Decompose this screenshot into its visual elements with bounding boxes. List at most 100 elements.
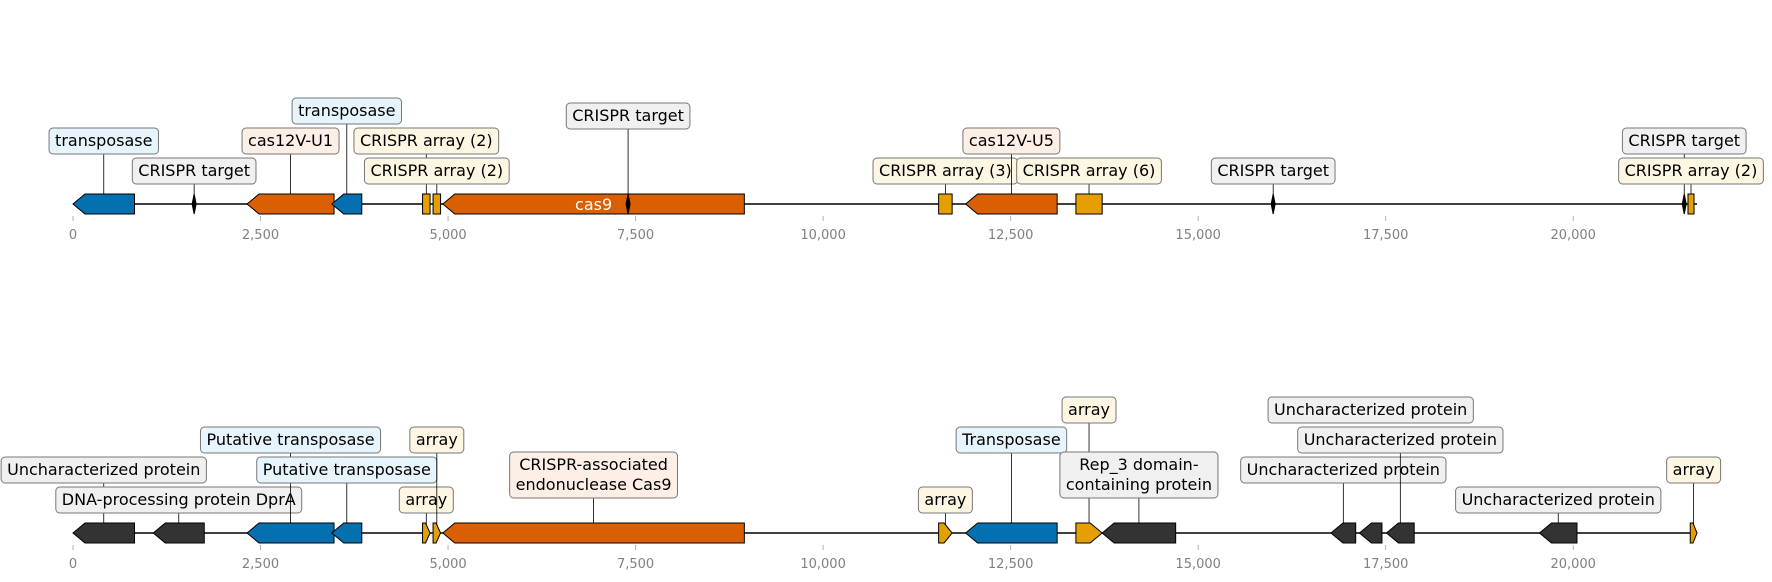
feature-label-box: [1210, 157, 1336, 185]
feature-label: array: [416, 430, 458, 449]
gene-arrow: [964, 193, 1058, 215]
axis-tick-label: 5,000: [429, 557, 466, 572]
feature-label-box: [1618, 157, 1764, 185]
feature-label-box: [509, 451, 679, 499]
feature-label-box: [1297, 426, 1504, 454]
axis-tick-label: 20,000: [1550, 228, 1596, 243]
feature-label: Uncharacterized protein: [1247, 460, 1440, 479]
axis-tick-label: 7,500: [617, 228, 654, 243]
axis-tick-label: 15,000: [1175, 557, 1221, 572]
feature-label: CRISPR array (2): [1625, 161, 1758, 180]
feature-label: Uncharacterized protein: [1462, 490, 1655, 509]
axis-tick-label: 5,000: [429, 228, 466, 243]
feature-label: array: [405, 490, 447, 509]
gene-arrow: [625, 193, 631, 215]
feature-label: CRISPR array (2): [360, 131, 493, 150]
feature-label: cas12V-U1: [248, 131, 333, 150]
feature-label: CRISPR target: [1628, 131, 1740, 150]
feature-label: transposase: [55, 131, 152, 150]
feature-label-box: [955, 426, 1068, 454]
feature-label: Putative transposase: [206, 430, 374, 449]
feature-label-box: [1240, 456, 1447, 484]
gene-inner-label: cas9: [575, 195, 612, 214]
feature-label-box: [363, 157, 510, 185]
feature-label-box: [962, 127, 1061, 155]
axis-tick-label: 2,500: [242, 557, 279, 572]
gene-arrow: [331, 193, 363, 215]
track-bottom: 0 2,500 5,000 7,500 10,000 12,500 15,000 17,500…: [0, 396, 1722, 572]
axis-tick-label: 0: [69, 228, 77, 243]
feature-label-box: [1016, 157, 1162, 185]
axis-tick-label: 2,500: [242, 228, 279, 243]
feature-label: Rep_3 domain-: [1079, 455, 1198, 475]
feature-label: endonuclease Cas9: [516, 475, 672, 494]
gene-arrow: [1538, 522, 1578, 544]
feature-label-box: [353, 127, 500, 155]
feature-label-box: [1455, 486, 1662, 514]
gene-arrow: [422, 193, 431, 215]
axis-tick-label: 10,000: [800, 557, 846, 572]
gene-arrow: [152, 522, 205, 544]
gene-arrow: [938, 193, 953, 215]
gene-arrow: [442, 193, 745, 215]
feature-label: array: [1068, 400, 1110, 419]
axis-tick-label: 17,500: [1363, 557, 1409, 572]
feature-label-box: [917, 486, 973, 514]
gene-arrow: [246, 193, 335, 215]
axis-tick-label: 20,000: [1550, 557, 1596, 572]
gene-arrow: [1681, 193, 1687, 215]
feature-label-box: [0, 456, 207, 484]
feature-label: CRISPR target: [1217, 161, 1329, 180]
feature-label: Uncharacterized protein: [1274, 400, 1467, 419]
track-top: 0 2,500 5,000 7,500 10,000 12,500 15,000 17,500…: [48, 97, 1764, 243]
gene-arrow: [246, 522, 335, 544]
feature-label: CRISPR-associated: [519, 455, 668, 474]
axis-tick-label: 12,500: [988, 228, 1034, 243]
gene-arrow: [422, 522, 431, 544]
feature-label: CRISPR array (3): [879, 161, 1012, 180]
feature-label: Transposase: [961, 430, 1061, 449]
feature-label-box: [1059, 451, 1219, 499]
gene-arrow: [442, 522, 745, 544]
gene-arrow: [1385, 522, 1415, 544]
gene-arrow: [191, 193, 197, 215]
gene-arrow: [1687, 193, 1695, 215]
feature-label: Uncharacterized protein: [1304, 430, 1497, 449]
axis-tick-label: 10,000: [800, 228, 846, 243]
feature-label: CRISPR array (2): [370, 161, 503, 180]
gene-arrow: [964, 522, 1058, 544]
feature-label: containing protein: [1066, 475, 1212, 494]
feature-label: CRISPR array (6): [1023, 161, 1156, 180]
feature-label: cas12V-U5: [969, 131, 1054, 150]
feature-label-box: [1061, 396, 1117, 424]
gene-arrow: [1270, 193, 1276, 215]
feature-label-box: [565, 102, 691, 130]
axis-tick-label: 12,500: [988, 557, 1034, 572]
gene-arrow: [1689, 522, 1698, 544]
feature-label-box: [291, 97, 402, 125]
feature-label-box: [55, 486, 303, 514]
feature-label: Putative transposase: [263, 460, 431, 479]
feature-label: Uncharacterized protein: [7, 460, 200, 479]
gene-arrow: [1358, 522, 1383, 544]
gene-arrow: [1330, 522, 1357, 544]
axis-tick-label: 17,500: [1363, 228, 1409, 243]
feature-label-box: [1267, 396, 1474, 424]
gene-arrow: [331, 522, 363, 544]
feature-label-box: [199, 426, 382, 454]
feature-label: transposase: [298, 101, 395, 120]
feature-label-box: [1666, 456, 1722, 484]
axis-tick-label: 0: [69, 557, 77, 572]
feature-label: DNA-processing protein DprA: [62, 490, 296, 509]
feature-label-box: [398, 486, 454, 514]
gene-arrow: [432, 193, 442, 215]
feature-label: array: [924, 490, 966, 509]
feature-label: CRISPR target: [572, 106, 684, 125]
gene-arrow: [72, 522, 136, 544]
gene-arrow: [432, 522, 442, 544]
axis-tick-label: 15,000: [1175, 228, 1221, 243]
axis-tick-label: 7,500: [617, 557, 654, 572]
feature-label: CRISPR target: [138, 161, 250, 180]
feature-label: array: [1673, 460, 1715, 479]
